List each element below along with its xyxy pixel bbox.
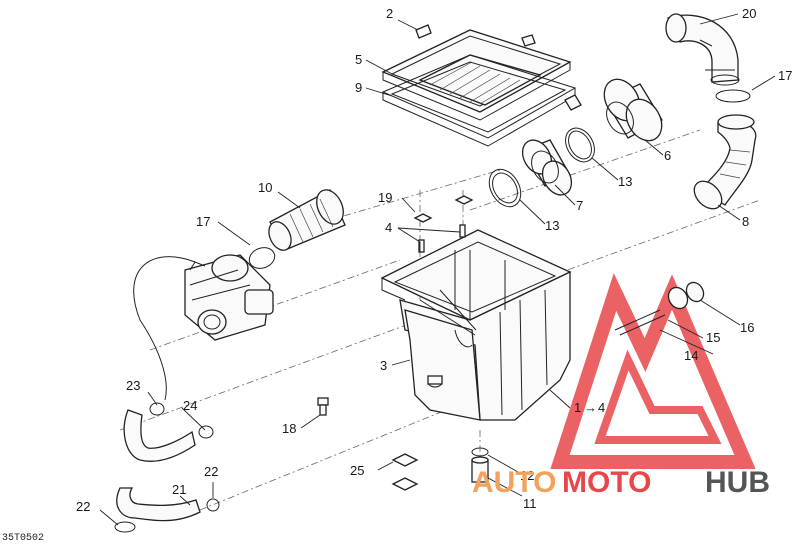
clamp-13-upper [565,127,595,163]
clamp-17-left [248,247,276,269]
label-part-12: 12 [520,468,534,483]
label-part-3: 3 [380,358,387,373]
drain-tube-11 [471,456,489,483]
strap-14 [614,309,666,336]
label-part-1-target: 4 [598,400,605,415]
watermark-brand-auto: AUTO [472,466,556,499]
watermark-brand-text: AUTO MOTO HUB [472,466,770,499]
label-part-20: 20 [742,6,756,21]
label-part-6: 6 [664,148,671,163]
intake-sleeve [603,78,663,142]
label-part-22-left: 22 [76,499,90,514]
drain-clamp-12 [471,447,489,457]
plug-15 [667,286,689,310]
clamp-13-lower [488,168,522,208]
label-part-17-upper: 17 [778,68,792,83]
drawing-code: 35T0502 [2,533,44,544]
label-part-13-upper: 13 [618,174,632,189]
carburetor [184,254,274,341]
label-part-4: 4 [385,220,392,235]
sleeve-clip [564,94,582,111]
label-part-21: 21 [172,482,186,497]
label-part-10: 10 [258,180,272,195]
watermark-brand-hub: HUB [705,466,770,499]
label-part-19: 19 [378,190,392,205]
label-part-1: 1 [574,400,581,415]
breather-line [133,256,196,401]
clamp-22 [114,498,220,533]
leader-lines [99,13,776,526]
intake-elbow [665,13,740,86]
pads-25 [391,453,419,491]
label-part-23: 23 [126,378,140,393]
label-part-9: 9 [355,80,362,95]
label-part-17-left: 17 [196,214,210,229]
intake-duct [693,114,757,210]
label-part-8: 8 [742,214,749,229]
air-box-housing [380,229,572,421]
cover-gasket [381,54,577,147]
clip-part-2 [415,24,536,47]
part-number-labels: 2 20 5 9 17 6 13 7 13 8 10 17 19 4 3 18 … [76,6,792,514]
label-part-5: 5 [355,52,362,67]
clamp-24 [149,402,214,439]
plug-16 [685,281,705,303]
coupler-sleeve [521,139,573,196]
label-part-11: 11 [523,496,537,511]
label-part-22-right: 22 [204,464,218,479]
clamp-17-upper [715,89,751,103]
hose-21 [116,487,201,522]
watermark-brand-moto: MOTO [562,466,651,499]
label-part-1-arrow: → [584,400,597,415]
label-part-2: 2 [386,6,393,21]
label-part-13-lower: 13 [545,218,559,233]
hose-23 [123,409,196,462]
label-part-25: 25 [350,463,364,478]
screw-18 [317,397,329,416]
pin-4 [418,224,466,253]
label-part-18: 18 [282,421,296,436]
grommet-19 [413,195,474,223]
label-part-14: 14 [684,348,698,363]
label-part-24: 24 [183,398,197,413]
label-part-15: 15 [706,330,720,345]
watermark-logo [550,273,756,469]
label-part-7: 7 [576,198,583,213]
label-part-16: 16 [740,320,754,335]
carburetor-boot [268,189,346,251]
